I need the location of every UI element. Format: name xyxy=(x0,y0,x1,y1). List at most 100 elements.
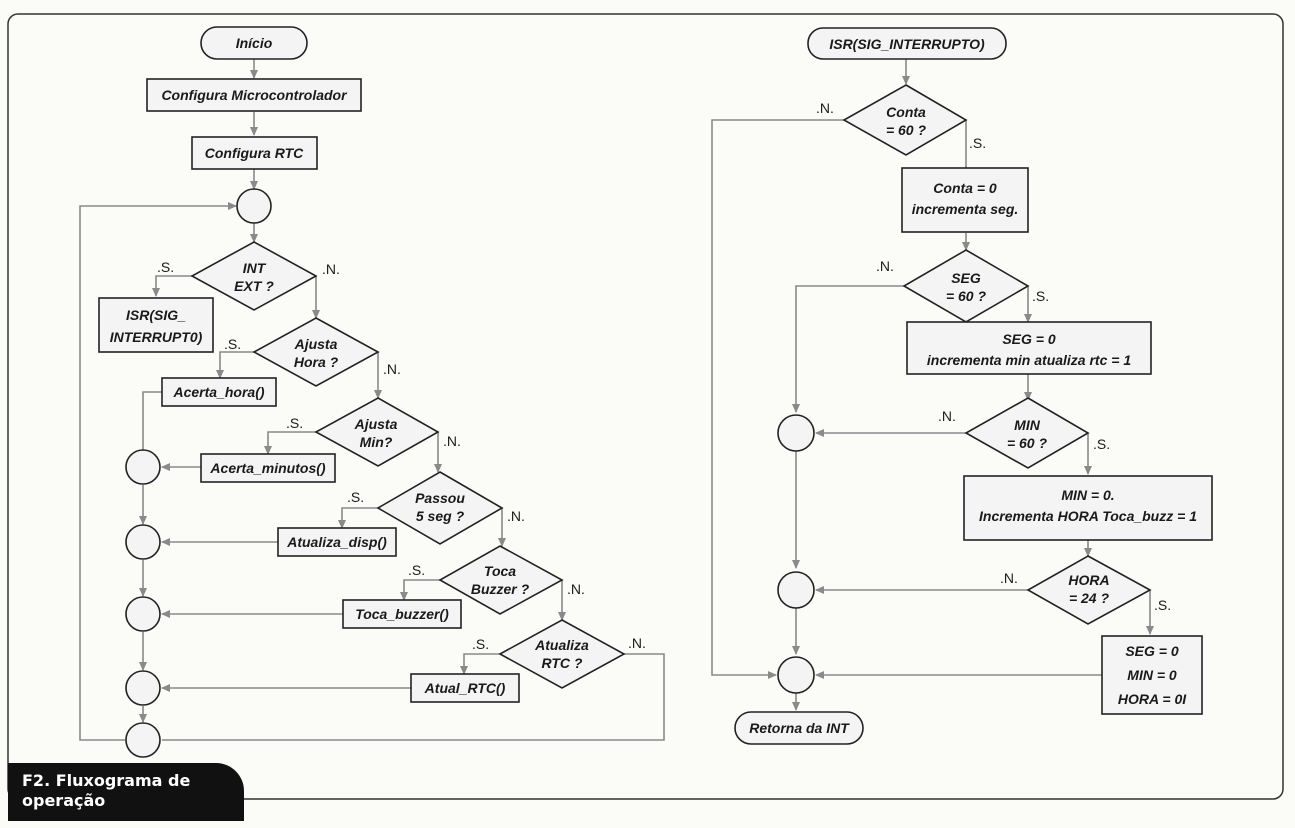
seg-box-line2: incrementa min atualiza rtc = 1 xyxy=(927,352,1131,368)
ajusta-min-line2: Min? xyxy=(360,434,393,450)
toca-line1: Toca xyxy=(484,563,516,579)
figure-caption: F2. Fluxograma de operação xyxy=(8,763,244,821)
min-diamond xyxy=(964,397,1090,469)
passou-line1: Passou xyxy=(415,490,465,506)
atualiza-disp-label: Atualiza_disp() xyxy=(286,534,387,550)
ajusta-min-no-label: .N. xyxy=(443,433,461,449)
toca-buzzer-diamond xyxy=(438,545,564,615)
atual-rtc-box xyxy=(410,673,520,703)
end-terminal xyxy=(734,711,864,745)
min-box xyxy=(963,475,1213,541)
config-rtc-label: Configura RTC xyxy=(205,145,304,161)
isr-box-line1: ISR(SIG_ xyxy=(126,307,186,323)
caption-line2: operação xyxy=(22,791,106,810)
ajusta-hora-yes-label: .S. xyxy=(224,336,241,352)
passou-diamond xyxy=(376,471,504,545)
ajusta-hora-line1: Ajusta xyxy=(294,336,338,352)
conta-line2: = 60 ? xyxy=(886,122,927,138)
toca-buzzer-box xyxy=(342,599,462,629)
ajusta-min-diamond xyxy=(314,397,440,467)
atualiza-rtc-no-label: .N. xyxy=(628,635,646,651)
loop-circle-5 xyxy=(125,722,161,758)
left-nodes xyxy=(98,26,626,758)
seg-box-line1: SEG = 0 xyxy=(1002,331,1056,347)
hora-diamond xyxy=(1026,555,1152,625)
toca-no-label: .N. xyxy=(567,581,585,597)
toca-line2: Buzzer ? xyxy=(471,581,530,597)
conta-yes-label: .S. xyxy=(969,135,986,151)
hora-line2: = 24 ? xyxy=(1069,590,1110,606)
merge-circle-2 xyxy=(777,571,815,609)
hora-box-line1: SEG = 0 xyxy=(1125,643,1179,659)
isr-start-terminal xyxy=(807,27,1007,60)
int-ext-line1: INT xyxy=(243,260,267,276)
int-no-label: .N. xyxy=(322,261,340,277)
atualiza-rtc-diamond xyxy=(498,619,626,689)
min-box-line2: Incrementa HORA Toca_buzz = 1 xyxy=(979,508,1197,524)
acerta-min-label: Acerta_minutos() xyxy=(209,460,325,476)
config-micro-box xyxy=(146,78,362,112)
isr-box xyxy=(98,297,214,353)
toca-buzzer-label: Toca_buzzer() xyxy=(355,606,449,622)
acerta-hora-label: Acerta_hora() xyxy=(172,384,264,400)
atualiza-rtc-line1: Atualiza xyxy=(534,637,589,653)
min-yes-label: .S. xyxy=(1093,436,1110,452)
right-nodes xyxy=(734,27,1213,745)
loop-circle-2 xyxy=(125,524,161,560)
int-ext-diamond xyxy=(190,241,318,311)
atualiza-disp-box xyxy=(277,527,397,557)
ajusta-hora-no-label: .N. xyxy=(383,361,401,377)
min-box-line1: MIN = 0. xyxy=(1061,487,1114,503)
left-connectors xyxy=(79,59,665,741)
figure-frame xyxy=(7,13,1284,800)
atual-rtc-label: Atual_RTC() xyxy=(424,680,506,696)
config-rtc-box xyxy=(191,136,318,170)
hora-box-line2: MIN = 0 xyxy=(1127,667,1177,683)
seg-no-label: .N. xyxy=(876,258,894,274)
hora-box xyxy=(1101,635,1203,715)
seg-yes-label: .S. xyxy=(1032,288,1049,304)
merge-circle-1 xyxy=(777,414,815,452)
loop-circle-4 xyxy=(125,670,161,706)
hora-line1: HORA xyxy=(1068,572,1109,588)
config-micro-label: Configura Microcontrolador xyxy=(161,87,348,103)
right-connectors xyxy=(711,59,1154,711)
int-ext-line2: EXT ? xyxy=(234,278,274,294)
hora-no-label: .N. xyxy=(1000,570,1018,586)
conta-box xyxy=(901,167,1029,233)
passou-yes-label: .S. xyxy=(347,489,364,505)
right-texts: ISR(SIG_INTERRUPTO) Conta = 60 ? Conta =… xyxy=(749,36,1197,736)
atualiza-rtc-yes-label: .S. xyxy=(472,636,489,652)
ajusta-hora-diamond xyxy=(252,317,380,387)
isr-start-label: ISR(SIG_INTERRUPTO) xyxy=(829,36,985,52)
conta-box-line2: incrementa seg. xyxy=(912,201,1019,217)
acerta-min-box xyxy=(200,453,336,483)
int-yes-label: .S. xyxy=(157,259,174,275)
conta-line1: Conta xyxy=(886,104,926,120)
conta-no-label: .N. xyxy=(816,100,834,116)
isr-box-line2: INTERRUPT0) xyxy=(110,329,203,345)
start-label: Início xyxy=(236,35,273,51)
loop-circle-top xyxy=(236,188,272,224)
acerta-hora-box xyxy=(161,377,277,407)
seg-line1: SEG xyxy=(951,270,981,286)
end-label: Retorna da INT xyxy=(749,720,850,736)
ajusta-min-line1: Ajusta xyxy=(354,416,398,432)
left-texts: Início Configura Microcontrolador Config… xyxy=(110,35,646,696)
atualiza-rtc-line2: RTC ? xyxy=(542,655,583,671)
min-line2: = 60 ? xyxy=(1007,435,1048,451)
conta-diamond xyxy=(842,84,968,156)
min-no-label: .N. xyxy=(938,408,956,424)
hora-yes-label: .S. xyxy=(1154,597,1171,613)
seg-line2: = 60 ? xyxy=(946,288,987,304)
ajusta-hora-line2: Hora ? xyxy=(294,354,339,370)
conta-box-line1: Conta = 0 xyxy=(933,180,997,196)
start-terminal xyxy=(200,26,308,60)
loop-circle-3 xyxy=(125,596,161,632)
seg-diamond xyxy=(902,249,1030,323)
ajusta-min-yes-label: .S. xyxy=(286,415,303,431)
caption-line1: F2. Fluxograma de xyxy=(22,771,191,790)
toca-yes-label: .S. xyxy=(408,562,425,578)
loop-circle-1 xyxy=(125,449,161,485)
